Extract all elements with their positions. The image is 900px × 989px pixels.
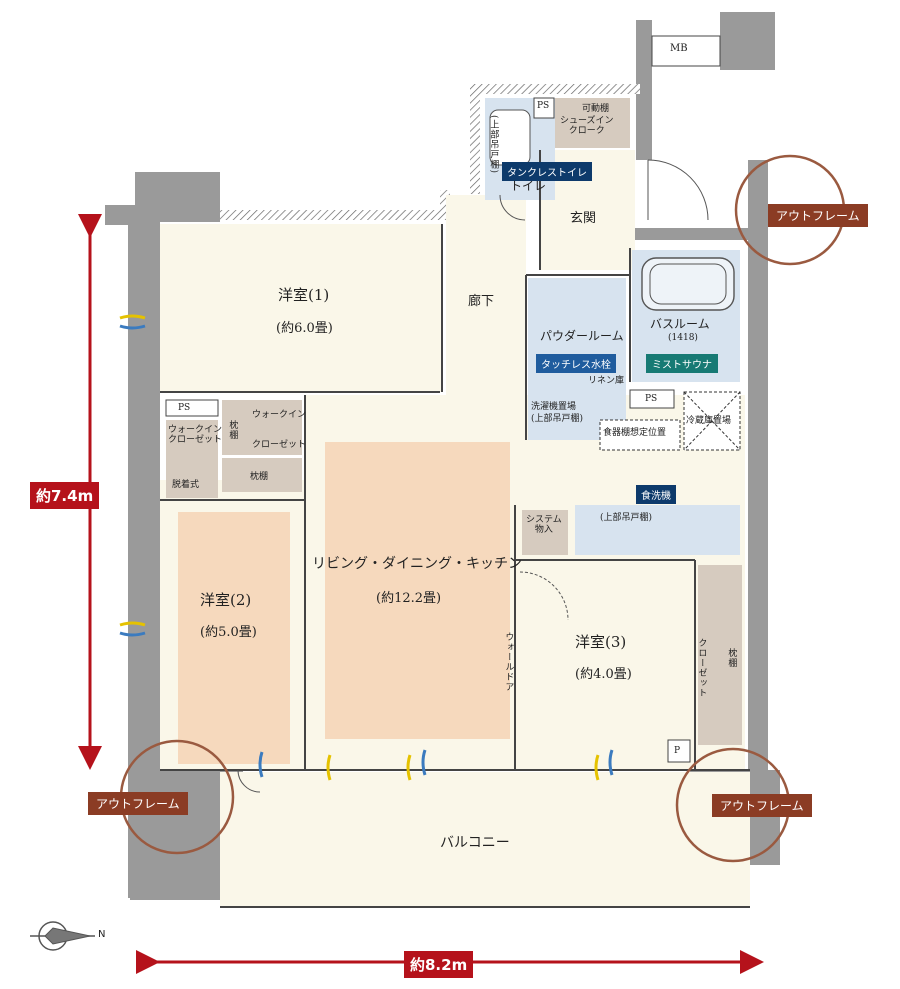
tankless-toilet-tag: タンクレストイレ [502,162,592,181]
height-dimension: 約7.4m [30,482,100,509]
western-room-3-name: 洋室(3) [575,633,627,651]
western-room-2-size: (約5.0畳) [200,625,257,640]
pillow-shelf-label-v: 枕棚 [227,420,238,440]
linen-label: リネン庫 [588,376,625,386]
entrance-label: 玄関 [570,211,597,226]
walk-in-label: ウォークイン [252,410,307,420]
mb-label: MB [670,43,688,54]
outframe-tag-right: アウトフレーム [712,794,812,817]
width-dimension: 約8.2m [404,951,474,978]
upper-cabinet-label: (上部吊戸棚) [531,414,584,424]
mb-box [651,35,721,67]
bathroom-size: (1418) [668,333,698,343]
north-label: N [98,929,106,940]
powder-room-label: パウダールーム [540,329,624,343]
fridge-label: 冷蔵庫置場 [686,416,732,426]
movable-shelf-label: 可動棚 [582,104,610,114]
p-label: P [674,746,681,756]
western-room-3-size: (約4.0畳) [575,667,632,682]
exterior-walls [105,12,780,900]
walk-in-closet-small-label: ウォークイン クローゼット [168,425,223,446]
upper-cabinet-kitchen-label: (上部吊戸棚) [600,513,653,523]
bathroom-name: バスルーム [650,317,710,331]
washer-label: 洗濯機置場 [531,402,577,412]
touchless-faucet-tag: タッチレス水栓 [536,354,616,373]
compass-icon [30,921,95,951]
ps-label-bedroom: PS [178,403,191,413]
pillow-shelf-right-label: 枕棚 [726,648,737,668]
balcony-label: バルコニー [440,835,510,851]
dishwasher-tag: 食洗機 [636,485,676,504]
upper-cabinet-toilet-label: (上部吊戸棚) [488,115,499,175]
ldk-size: (約12.2畳) [376,591,442,606]
closet-label: クローゼット [252,440,307,450]
floors [160,150,750,907]
doors [237,159,709,793]
western-room-1-name: 洋室(1) [278,286,330,304]
closet-vertical-label: クローゼット [696,638,707,698]
shoes-in-closet-label: シューズイン クローク [560,116,614,137]
ps-label-toilet: PS [537,101,550,111]
toilet-label: トイレ [510,179,547,193]
ldk-name: リビング・ダイニング・キッチン [312,556,522,572]
pillow-shelf-label: 枕棚 [250,472,269,482]
mist-sauna-tag: ミストサウナ [646,354,718,373]
hallway-label: 廊下 [468,294,495,309]
outframe-tag-left: アウトフレーム [88,792,188,815]
interior-walls [160,150,750,908]
removable-label: 脱着式 [172,480,200,490]
airflow-marks [119,314,614,781]
western-room-1-size: (約6.0畳) [276,321,333,336]
wall-door-label: ウォールドア [503,632,514,692]
ps-label-kitchen: PS [645,394,658,404]
western-room-2-name: 洋室(2) [200,591,252,609]
outframe-tag-top: アウトフレーム [768,204,868,227]
dish-shelf-label: 食器棚想定位置 [603,428,667,438]
system-storage-label: システム 物入 [526,515,562,536]
ps-boxes [165,97,691,763]
hatched-walls [220,84,640,220]
